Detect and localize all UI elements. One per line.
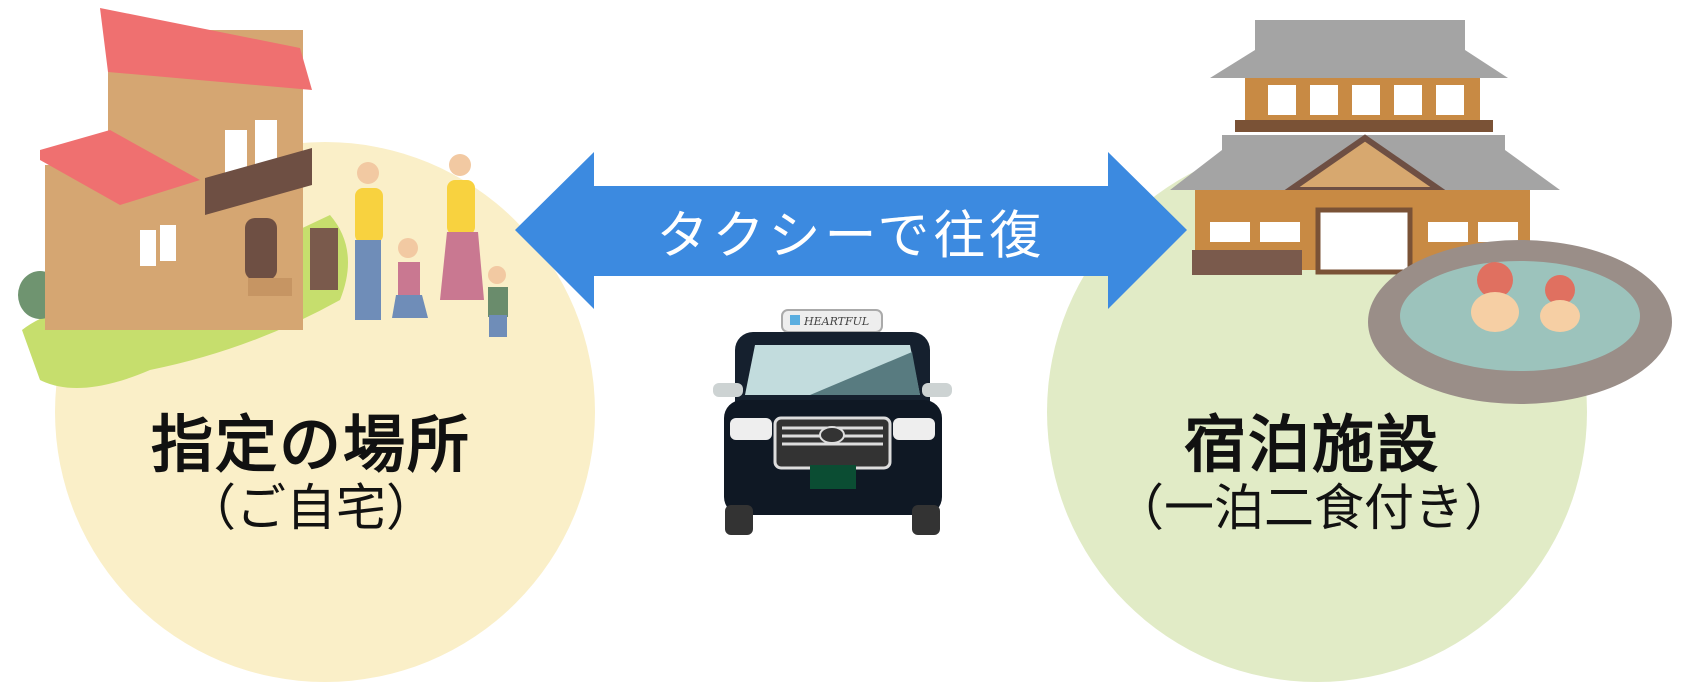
arrow-label: タクシーで往復 <box>656 206 1046 267</box>
origin-subtitle: （ご自宅） <box>186 479 436 537</box>
onsen-illustration <box>1368 240 1672 404</box>
house-illustration <box>18 8 508 388</box>
destination-title: 宿泊施設 <box>1183 408 1441 481</box>
origin-title: 指定の場所 <box>150 408 472 481</box>
taxi-sign-text: HEARTFUL <box>803 315 869 328</box>
round-trip-arrow <box>515 152 1187 309</box>
destination-subtitle: （一泊二食付き） <box>1114 479 1514 537</box>
ryokan-illustration <box>1170 20 1560 275</box>
taxi-illustration: HEARTFUL <box>713 309 952 535</box>
